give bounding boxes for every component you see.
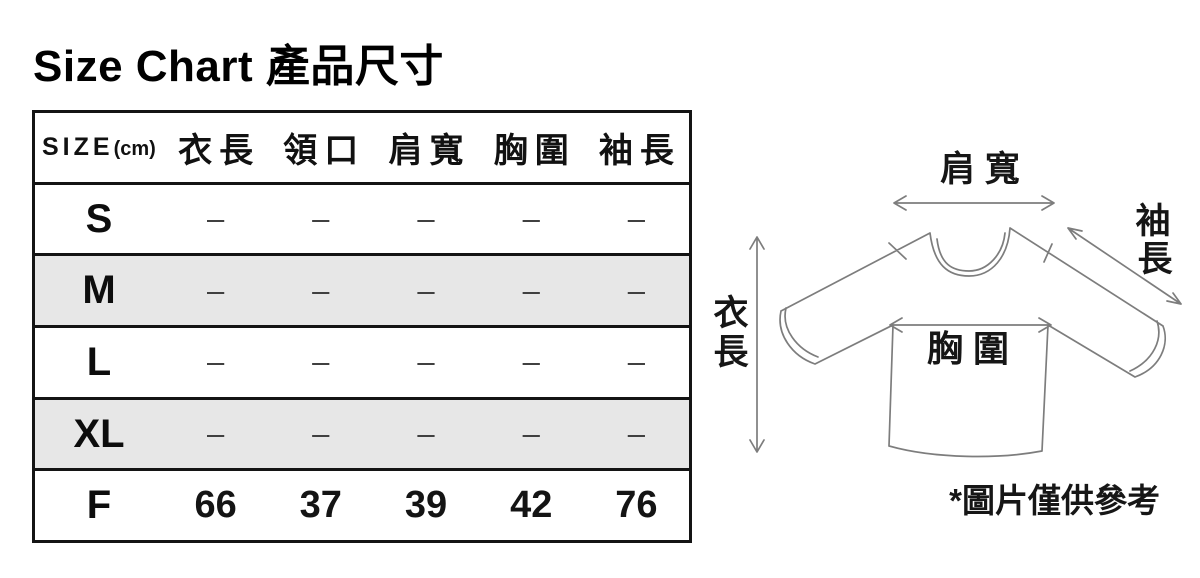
cell-value: – bbox=[206, 416, 225, 452]
header-col-sleeve-length: 袖長 bbox=[598, 131, 681, 170]
table-row-l: L – – – – – bbox=[35, 325, 689, 397]
table-row-s: S – – – – – bbox=[35, 181, 689, 254]
cell-value: – bbox=[312, 344, 330, 380]
cell-value: – bbox=[312, 272, 330, 308]
cell-value: – bbox=[627, 272, 646, 308]
cell-value: – bbox=[417, 344, 435, 380]
garment-length-arrow bbox=[749, 236, 765, 453]
size-unit-label: (cm) bbox=[113, 137, 156, 160]
cell-value: – bbox=[522, 201, 540, 236]
header-size-cell: SIZE(cm) bbox=[35, 133, 163, 162]
cell-value: 39 bbox=[404, 484, 448, 527]
header-col-garment-length: 衣長 bbox=[178, 131, 261, 170]
label-garment-length-char1: 衣 bbox=[713, 294, 748, 333]
row-label: L bbox=[86, 339, 112, 384]
cell-value: – bbox=[627, 201, 646, 236]
table-row-xl: XL – – – – – bbox=[35, 396, 689, 469]
sleeve-length-arrow bbox=[1067, 227, 1182, 305]
shoulder-width-arrow bbox=[893, 195, 1055, 211]
shirt-outline bbox=[779, 227, 1167, 458]
cell-value: – bbox=[522, 344, 540, 380]
label-sleeve-length-char2: 長 bbox=[1137, 240, 1173, 279]
cell-value: – bbox=[417, 416, 435, 452]
row-label: M bbox=[82, 268, 116, 313]
cell-value: – bbox=[627, 416, 646, 452]
label-garment-length-char2: 長 bbox=[713, 333, 749, 372]
row-label: S bbox=[85, 196, 113, 241]
label-chest: 胸 圍 bbox=[927, 328, 1009, 369]
page-title: Size Chart 產品尺寸 bbox=[33, 42, 444, 91]
table-header-row: SIZE(cm) 衣長 領口 肩寬 胸圍 袖長 bbox=[35, 113, 689, 182]
label-shoulder-width: 肩 寬 bbox=[940, 149, 1020, 189]
chest-arrow bbox=[889, 317, 1052, 333]
cell-value: – bbox=[206, 272, 225, 308]
cell-value: – bbox=[522, 416, 540, 452]
label-sleeve-length-char1: 袖 bbox=[1135, 202, 1170, 241]
row-label: XL bbox=[73, 411, 125, 456]
table-row-f: F 66 37 39 42 76 bbox=[35, 468, 689, 540]
header-col-shoulder-width: 肩寬 bbox=[388, 131, 471, 170]
cell-value: 76 bbox=[615, 484, 658, 527]
cell-value: – bbox=[312, 416, 330, 452]
table-row-m: M – – – – – bbox=[35, 253, 689, 326]
cell-value: – bbox=[206, 201, 225, 236]
shirt-measurement-diagram: 肩 寬 袖 長 衣 長 胸 圍 *圖片僅供參考 bbox=[713, 149, 1182, 519]
header-col-neck-opening: 領口 bbox=[283, 131, 366, 170]
cell-value: – bbox=[312, 201, 330, 236]
reference-note: *圖片僅供參考 bbox=[949, 482, 1160, 519]
header-col-chest: 胸圍 bbox=[493, 131, 576, 170]
cell-value: 66 bbox=[194, 484, 237, 527]
size-table: SIZE(cm) 衣長 領口 肩寬 胸圍 袖長 S – – – – – M – … bbox=[32, 110, 692, 543]
cell-value: – bbox=[417, 272, 435, 308]
row-label: F bbox=[86, 483, 112, 528]
size-label: SIZE bbox=[42, 132, 114, 161]
cell-value: 37 bbox=[299, 484, 342, 527]
cell-value: 42 bbox=[510, 484, 553, 527]
cell-value: – bbox=[627, 344, 646, 380]
cell-value: – bbox=[417, 201, 435, 236]
cell-value: – bbox=[206, 344, 225, 380]
cell-value: – bbox=[522, 272, 540, 308]
